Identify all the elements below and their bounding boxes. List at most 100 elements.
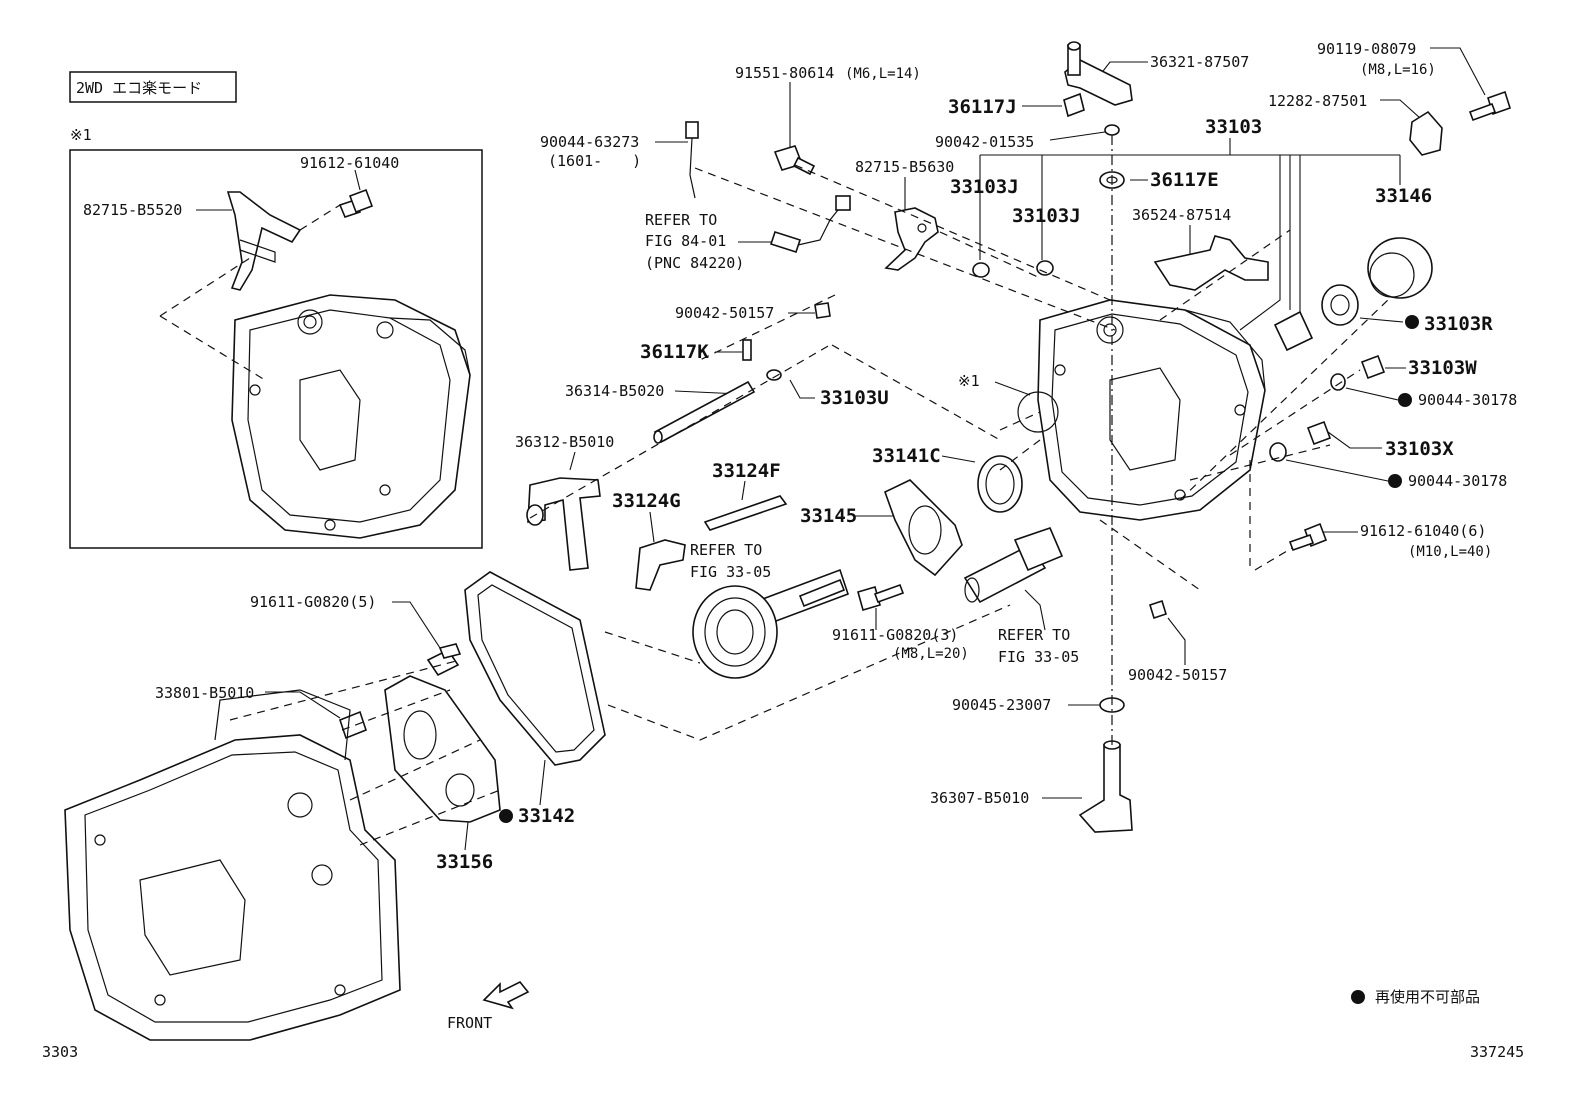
input-shaft-assembly — [692, 568, 850, 679]
label-90044-63273: 90044-63273 — [540, 133, 639, 151]
label-33146: 33146 — [1375, 185, 1432, 207]
label-90042-01535: 90042-01535 — [935, 133, 1034, 151]
label-90119-08079: 90119-08079 — [1317, 40, 1416, 58]
lever-36321-87507 — [1064, 41, 1133, 106]
plug-33103X — [1306, 420, 1332, 446]
pin-36117J — [1063, 92, 1085, 118]
label-91551-80614-note: (M6,L=14) — [845, 66, 921, 82]
bearing-33103R — [1321, 284, 1359, 326]
label-33103X: 33103X — [1385, 438, 1454, 460]
sheet-number-left: 3303 — [42, 1043, 78, 1061]
bearing-cup-33146 — [1367, 237, 1433, 299]
label-36312-B5010: 36312-B5010 — [515, 433, 614, 451]
label-90042-50157-bottom: 90042-50157 — [1128, 666, 1227, 684]
label-33103J-2: 33103J — [1012, 205, 1081, 227]
shaft-36314-B5020 — [653, 380, 756, 444]
label-fig-33-05-1: FIG 33-05 — [690, 563, 771, 581]
label-90044-63273-note: (1601- ) — [548, 152, 641, 170]
bracket-36524-87514 — [1153, 235, 1269, 291]
label-mark-1: ※1 — [958, 372, 980, 390]
bolt-91551-80614 — [773, 145, 816, 176]
label-82715-B5630: 82715-B5630 — [855, 158, 954, 176]
label-91612-61040-6: 91612-61040(6) — [1360, 522, 1486, 540]
label-91612-61040-6-note: (M10,L=40) — [1408, 544, 1492, 560]
label-33156: 33156 — [436, 851, 493, 873]
label-36307-B5010: 36307-B5010 — [930, 789, 1029, 807]
plate-33156 — [384, 675, 501, 823]
label-33103J-1: 33103J — [950, 176, 1019, 198]
plug-33801-B5010 — [339, 710, 367, 740]
gasket-90044-30178-2 — [1269, 442, 1287, 462]
non-reusable-mark-33103R — [1405, 315, 1419, 329]
label-refer-to-1: REFER TO — [645, 211, 717, 229]
label-33124G: 33124G — [612, 490, 681, 512]
label-90044-30178-2: 90044-30178 — [1408, 472, 1507, 490]
bolt-91611-G0820-3 — [857, 583, 905, 611]
label-33103U: 33103U — [820, 387, 889, 409]
label-refer-to-3: REFER TO — [998, 626, 1070, 644]
label-refer-to-2: REFER TO — [690, 541, 762, 559]
label-91611-G0820-3: 91611-G0820(3) — [832, 626, 958, 644]
gasket-90044-30178-1 — [1330, 373, 1346, 391]
non-reusable-mark-33142 — [499, 809, 513, 823]
label-33142: 33142 — [518, 805, 575, 827]
label-91551-80614: 91551-80614 — [735, 64, 834, 82]
pin-90042-50157-bottom — [1149, 599, 1167, 620]
transmission-case-front — [64, 689, 401, 1041]
transmission-case-rear — [1017, 299, 1266, 521]
bolt-91612-61040-6 — [1288, 522, 1328, 552]
label-91611-G0820-5: 91611-G0820(5) — [250, 593, 376, 611]
label-90042-50157-top: 90042-50157 — [675, 304, 774, 322]
seal-33141C — [977, 455, 1023, 513]
label-fig-33-05-2: FIG 33-05 — [998, 648, 1079, 666]
shaft-36307-B5010 — [1078, 740, 1133, 833]
sleeve-33103 — [1273, 310, 1314, 352]
label-36314-B5020: 36314-B5020 — [565, 382, 664, 400]
inset-mark: ※1 — [70, 126, 92, 144]
front-arrow-icon — [482, 980, 530, 1010]
washer-90042-01535 — [1104, 124, 1120, 136]
label-90119-08079-note: (M8,L=16) — [1360, 62, 1436, 78]
clip-33103U — [766, 369, 782, 381]
label-82715-B5520: 82715-B5520 — [83, 201, 182, 219]
connector-90044-63273 — [685, 121, 699, 199]
label-33103: 33103 — [1205, 116, 1262, 138]
plug-33103W — [1360, 354, 1386, 380]
label-91612-61040: 91612-61040 — [300, 154, 399, 172]
legend-text: 再使用不可部品 — [1375, 988, 1480, 1006]
gasket-33142 — [464, 571, 606, 766]
label-36321-87507: 36321-87507 — [1150, 53, 1249, 71]
fork-36312-B5010 — [526, 477, 601, 571]
front-label: FRONT — [447, 1014, 492, 1032]
switch-pnc-84220 — [769, 195, 851, 254]
label-33124F: 33124F — [712, 460, 781, 482]
sheet-number-right: 337245 — [1470, 1043, 1524, 1061]
pin-33103J-1 — [972, 262, 990, 278]
inset-frame — [69, 149, 483, 549]
inset-bracket — [226, 191, 302, 291]
label-33103W: 33103W — [1408, 357, 1477, 379]
pin-33103J-2 — [1036, 260, 1054, 276]
label-91611-G0820-3-note: (M8,L=20) — [893, 646, 969, 662]
inset-case — [231, 294, 471, 539]
non-reusable-mark-90044-30178-2 — [1388, 474, 1402, 488]
mode-box — [69, 71, 237, 103]
pin-36117K — [742, 339, 752, 361]
label-pnc-84220: (PNC 84220) — [645, 254, 744, 272]
non-reusable-mark-90044-30178-1 — [1398, 393, 1412, 407]
bracket-82715-B5630 — [884, 207, 939, 271]
legend-mark — [1351, 990, 1365, 1004]
mode-box-text: 2WD エコ楽モード — [76, 79, 202, 97]
spring-33124F — [703, 495, 788, 531]
output-shaft — [963, 527, 1064, 604]
bolt-90119-08079 — [1468, 90, 1511, 122]
label-33141C: 33141C — [872, 445, 941, 467]
label-fig-84-01: FIG 84-01 — [645, 232, 726, 250]
label-36117J: 36117J — [948, 96, 1017, 118]
bolt-91611-G0820-5 — [426, 643, 462, 677]
label-90044-30178-1: 90044-30178 — [1418, 391, 1517, 409]
label-33103R: 33103R — [1424, 313, 1493, 335]
label-36117E: 36117E — [1150, 169, 1219, 191]
plate-33145 — [884, 479, 963, 577]
